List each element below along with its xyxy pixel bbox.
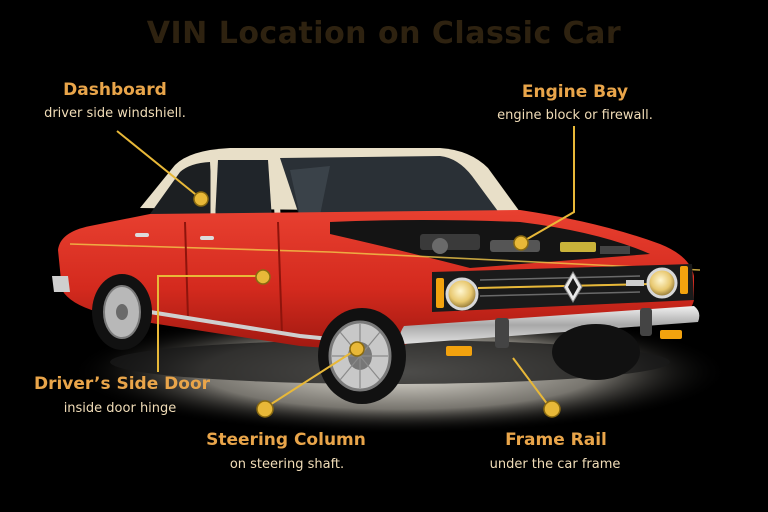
- dashboard-marker: [193, 191, 209, 207]
- front-bumper: [400, 306, 700, 344]
- door-title: Driver’s Side Door: [33, 374, 211, 394]
- steering-desc: on steering shaft.: [229, 457, 345, 472]
- frame-marker: [543, 400, 561, 418]
- steering-callout-line: [264, 348, 358, 409]
- engine-bay-desc: engine block or firewall.: [497, 108, 653, 123]
- dashboard-title: Dashboard: [63, 80, 167, 100]
- right-headlight: [646, 267, 678, 299]
- dashboard-desc: driver side windshiell.: [44, 106, 186, 121]
- markers: [193, 191, 561, 418]
- engine-callout-line: [521, 126, 575, 243]
- page-title: VIN Location on Classic Car: [146, 16, 622, 51]
- right-front-wheel: [552, 324, 640, 380]
- door-marker: [255, 269, 271, 285]
- door-desc: inside door hinge: [63, 401, 177, 416]
- frame-rail-desc: under the car frame: [489, 457, 621, 472]
- door-callout-line: [157, 275, 263, 372]
- steering-title: Steering Column: [206, 430, 366, 450]
- engine-bay-title: Engine Bay: [521, 82, 629, 102]
- dashboard-callout-line: [116, 130, 201, 199]
- callout-lines: [116, 126, 575, 410]
- steering-end-marker: [256, 400, 274, 418]
- frame-callout-line: [512, 357, 552, 410]
- engine-marker: [513, 235, 529, 251]
- windshield: [280, 156, 500, 218]
- steering-marker: [349, 341, 365, 357]
- frame-rail-title: Frame Rail: [505, 430, 607, 450]
- left-headlight: [445, 277, 479, 311]
- rear-wheel: [92, 274, 152, 350]
- rear-door-window: [215, 160, 272, 220]
- front-wheel: [318, 308, 406, 404]
